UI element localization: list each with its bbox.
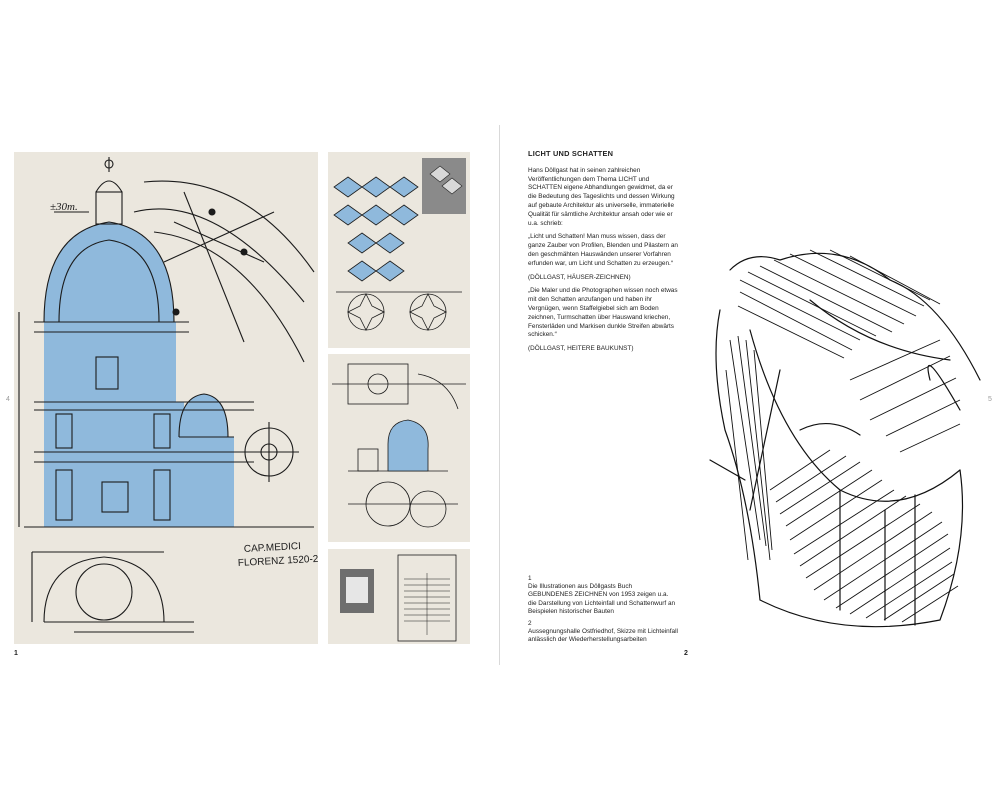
right-page: 5	[500, 0, 1000, 800]
plan-and-section-drawing	[328, 354, 470, 542]
caption-2-text: Aussegnungshalle Ostfriedhof, Skizze mit…	[528, 628, 678, 644]
cemetery-hall-light-sketch	[690, 240, 990, 660]
quote-1: „Licht und Schatten! Man muss wissen, da…	[528, 233, 678, 267]
main-text-column: LICHT UND SCHATTEN Hans Döllgast hat in …	[528, 149, 678, 359]
caption-1-text: Die Illustrationen aus Döllgasts Buch GE…	[528, 583, 676, 615]
scale-annotation: ±30m.	[50, 201, 78, 213]
left-page: 4	[0, 0, 499, 800]
quote-2-source: (DÖLLGAST, HEITERE BAUKUNST)	[528, 345, 634, 353]
pyramid-relief-drawing	[328, 152, 470, 348]
right-margin-number: 5	[988, 396, 992, 403]
figure-1-number: 1	[14, 650, 18, 657]
window-shadow-drawing	[328, 549, 470, 644]
intro-paragraph: Hans Döllgast hat in seinen zahlreichen …	[528, 166, 675, 227]
medici-chapel-section-drawing: ±30m. CAP.MEDICI FLORENZ 1520-2	[14, 152, 318, 644]
left-margin-number: 4	[6, 396, 10, 403]
inscription-line-1: CAP.MEDICI	[244, 541, 302, 555]
quote-1-source: (DÖLLGAST, HÄUSER-ZEICHNEN)	[528, 273, 631, 281]
quote-2: „Die Maler und die Photographen wissen n…	[528, 287, 678, 339]
section-heading: LICHT UND SCHATTEN	[528, 149, 614, 158]
caption-1-number: 1	[528, 575, 532, 582]
inscription-line-2: FLORENZ 1520-2	[238, 554, 318, 569]
caption-2-number: 2	[528, 620, 532, 628]
figure-2-number: 2	[684, 650, 688, 657]
book-gutter	[499, 125, 500, 665]
figure-captions: 1 Die Illustrationen aus Döllgasts Buch …	[528, 575, 678, 649]
